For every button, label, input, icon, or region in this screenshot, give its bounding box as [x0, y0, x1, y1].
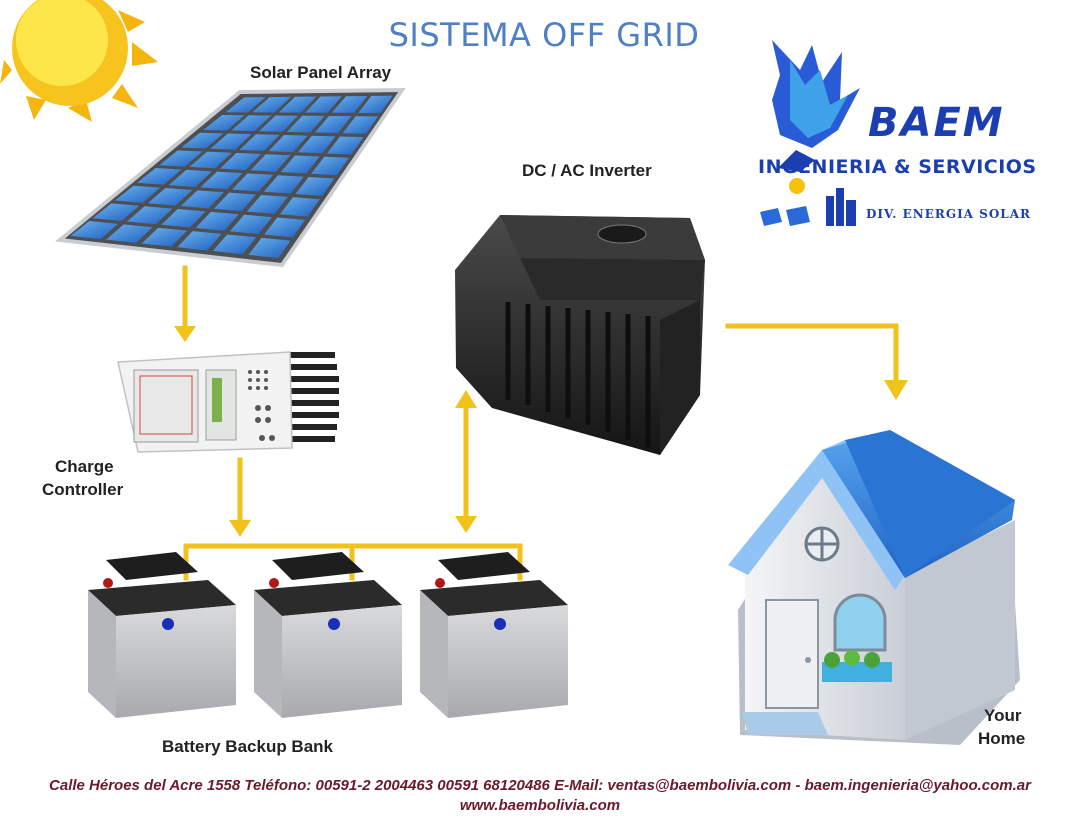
solar-cell: [212, 234, 257, 255]
battery-label: Battery Backup Bank: [162, 737, 334, 756]
solar-cell: [250, 154, 291, 172]
charge-controller: [117, 351, 339, 453]
solar-cell: [181, 132, 224, 149]
solar-cell: [189, 151, 232, 169]
footer-contact: Calle Héroes del Acre 1558 Teléfono: 005…: [49, 777, 1031, 794]
solar-cell: [358, 95, 393, 114]
solar-cell: [159, 150, 203, 167]
battery-unit: [254, 552, 402, 718]
solar-cell: [203, 115, 245, 131]
footer-website[interactable]: www.baembolivia.com: [459, 797, 621, 814]
solar-cell: [264, 217, 306, 238]
solar-cell: [280, 155, 320, 174]
solar-cell: [246, 194, 288, 214]
solar-cell: [114, 185, 161, 203]
solar-cell: [127, 206, 173, 225]
solar-panel-label: Solar Panel Array: [250, 63, 392, 82]
solar-cell: [210, 133, 252, 150]
battery-unit: [420, 552, 568, 718]
solar-cell: [231, 115, 272, 132]
solar-cell: [263, 175, 304, 194]
solar-cell: [252, 96, 292, 113]
battery-unit: [88, 552, 236, 718]
solar-cell: [220, 152, 262, 171]
solar-cell: [137, 168, 182, 185]
battery-bank: [88, 552, 568, 718]
arrow-inverter-to-home: [725, 323, 899, 385]
sun-icon: [0, 0, 158, 122]
solar-cell: [70, 221, 119, 240]
solar-cell: [161, 209, 206, 228]
solar-cell: [342, 116, 379, 134]
solar-cell: [305, 96, 342, 113]
solar-cell: [232, 173, 274, 192]
solar-cell: [295, 177, 335, 196]
baem-logo-graphic: [760, 40, 860, 226]
solar-cell: [239, 134, 280, 151]
page-title: SISTEMA OFF GRID: [388, 16, 700, 54]
arrow-heads: [174, 326, 908, 537]
solar-cell: [286, 115, 325, 133]
solar-panel-array: [55, 87, 406, 268]
solar-cell: [106, 224, 153, 243]
solar-cell: [147, 188, 193, 206]
solar-cell: [195, 211, 239, 231]
solar-cell: [268, 134, 308, 153]
solar-cell: [168, 169, 212, 187]
solar-cell: [229, 214, 272, 235]
charge-controller-label-line2: Controller: [42, 480, 124, 499]
solar-cell: [200, 171, 243, 190]
inverter-label: DC / AC Inverter: [522, 161, 652, 180]
solar-cell: [180, 190, 225, 209]
solar-cell: [326, 136, 364, 155]
logo-name: BAEM: [868, 100, 1005, 146]
solar-cell: [314, 115, 352, 134]
solar-cell: [248, 237, 291, 259]
solar-cell: [213, 192, 256, 212]
solar-cell: [259, 115, 299, 132]
dc-ac-inverter: [455, 215, 705, 455]
solar-cell: [279, 197, 320, 217]
solar-cell: [225, 97, 266, 113]
home-label-line2: Home: [978, 729, 1026, 748]
solar-cell: [141, 227, 188, 247]
solar-cell: [278, 96, 317, 113]
home-label-line1: Your: [984, 706, 1022, 725]
solar-cell: [311, 156, 349, 176]
charge-controller-label-line1: Charge: [55, 457, 114, 476]
solar-cell: [177, 231, 222, 251]
logo-subtitle: INGENIERIA & SERVICIOS: [758, 156, 1037, 178]
home-house: [728, 430, 1020, 745]
logo-division: DIV. ENERGIA SOLAR: [866, 207, 1032, 221]
solar-cell: [92, 203, 140, 221]
solar-cell: [331, 95, 368, 113]
solar-cell: [297, 135, 336, 154]
